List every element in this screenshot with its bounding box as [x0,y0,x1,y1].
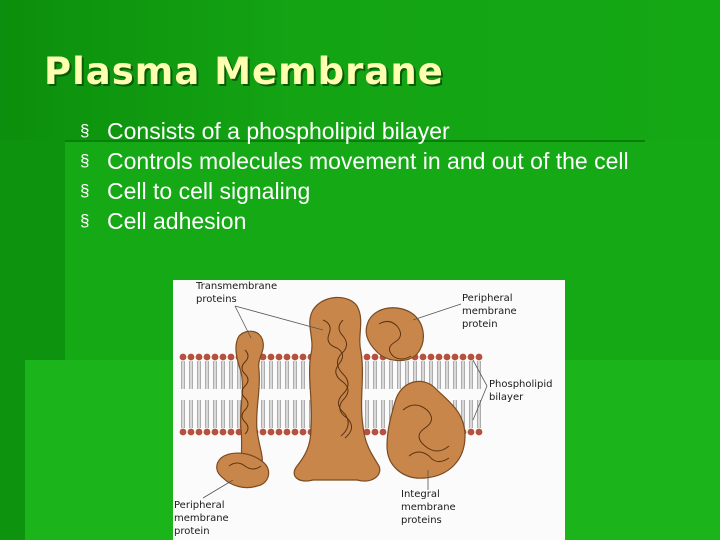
bullet-icon: § [80,151,90,170]
phospholipid-head [427,353,435,361]
phospholipid-head [459,353,467,361]
transmembrane-protein-center [293,296,381,482]
phospholipid-head [211,353,219,361]
phospholipid-head [379,428,387,436]
label-peripheral-protein-top: Peripheral membrane protein [462,293,517,330]
phospholipid-head [267,428,275,436]
phospholipid-head [275,428,283,436]
phospholipid-head [371,428,379,436]
phospholipid-head [283,353,291,361]
phospholipid-head [283,428,291,436]
phospholipid-head [419,353,427,361]
label-transmembrane-proteins: Transmembrane proteins [196,281,278,305]
peripheral-protein-bottom [216,452,270,489]
phospholipid-head [195,428,203,436]
phospholipid-head [179,428,187,436]
phospholipid-head [227,353,235,361]
phospholipid-head [203,428,211,436]
membrane-illustration [179,296,488,499]
background-divider [65,140,645,142]
bullet-item: § Cell to cell signaling [80,176,710,206]
phospholipid-head [179,353,187,361]
phospholipid-head [467,428,475,436]
phospholipid-head [467,353,475,361]
phospholipid-head [195,353,203,361]
bullet-text: Cell to cell signaling [107,178,311,204]
bullet-item: § Controls molecules movement in and out … [80,146,710,176]
phospholipid-head [267,353,275,361]
bullet-text: Consists of a phospholipid bilayer [107,118,450,144]
phospholipid-head [187,353,195,361]
phospholipid-head [211,428,219,436]
membrane-diagram: Transmembrane proteins Peripheral membra… [173,280,565,540]
phospholipid-head [291,353,299,361]
bullet-item: § Cell adhesion [80,206,710,236]
label-phospholipid-bilayer: Phospholipid bilayer [489,379,553,403]
bullet-text: Cell adhesion [107,208,247,234]
phospholipid-head [363,428,371,436]
phospholipid-head [219,428,227,436]
phospholipid-head [299,428,307,436]
phospholipid-head [299,353,307,361]
bullet-list: § Consists of a phospholipid bilayer § Con… [80,116,710,236]
phospholipid-head [203,353,211,361]
bullet-item: § Consists of a phospholipid bilayer [80,116,710,146]
phospholipid-head [259,428,267,436]
transmembrane-protein-left [235,330,264,473]
phospholipid-head [275,353,283,361]
phospholipid-head [443,353,451,361]
integral-protein [386,380,466,479]
phospholipid-head [219,353,227,361]
phospholipid-head [363,353,371,361]
phospholipid-head [371,353,379,361]
peripheral-protein-top [365,307,424,362]
phospholipid-head [187,428,195,436]
bullet-icon: § [80,181,90,200]
phospholipid-head [435,353,443,361]
phospholipid-head [291,428,299,436]
phospholipid-head [451,353,459,361]
label-integral-proteins: Integral membrane proteins [401,489,456,526]
bullet-icon: § [80,211,90,230]
phospholipid-head [475,353,483,361]
bullet-icon: § [80,121,90,140]
phospholipid-head [475,428,483,436]
bullet-text: Controls molecules movement in and out o… [107,148,629,174]
phospholipid-head [227,428,235,436]
label-peripheral-protein-bottom: Peripheral membrane protein [174,500,229,537]
slide-title: Plasma Membrane [44,50,444,93]
